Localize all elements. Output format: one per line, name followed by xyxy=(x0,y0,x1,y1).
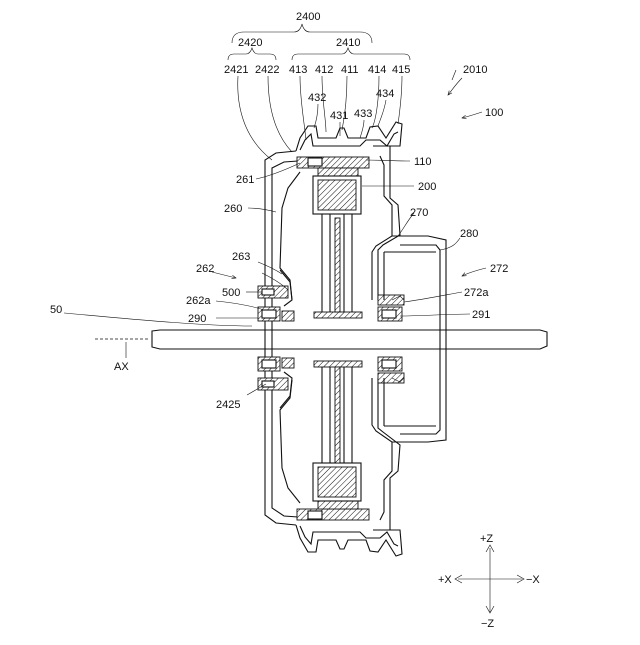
label-262a: 262a xyxy=(186,295,211,307)
leader-lines xyxy=(64,70,470,395)
rim-bottom xyxy=(296,525,402,556)
right-bearing-291 xyxy=(378,295,404,383)
label-200: 200 xyxy=(418,181,436,193)
axis-plus-x: +X xyxy=(438,574,452,586)
axis-minus-x: −X xyxy=(526,574,540,586)
axis-plus-z: +Z xyxy=(480,533,493,545)
label-414: 414 xyxy=(368,64,386,76)
label-272a: 272a xyxy=(464,287,489,299)
label-50: 50 xyxy=(50,304,62,316)
label-412: 412 xyxy=(315,64,333,76)
bracket-2410 xyxy=(292,48,410,60)
rim-top xyxy=(296,122,402,151)
wheel-hub-motor-assembly xyxy=(95,122,547,556)
label-433: 433 xyxy=(354,108,372,120)
label-2400: 2400 xyxy=(296,11,320,23)
label-100: 100 xyxy=(485,107,503,119)
rotor-200-top xyxy=(313,176,361,214)
axis-minus-z: −Z xyxy=(481,618,494,630)
label-290: 290 xyxy=(188,313,206,325)
label-2420: 2420 xyxy=(238,37,262,49)
label-415: 415 xyxy=(392,64,410,76)
label-2422: 2422 xyxy=(255,64,279,76)
rotor-200-bottom xyxy=(313,463,361,501)
label-2410: 2410 xyxy=(336,37,360,49)
label-260: 260 xyxy=(224,203,242,215)
shaft-50 xyxy=(95,330,547,349)
label-431: 431 xyxy=(330,110,348,122)
bracket-2420 xyxy=(228,48,276,60)
stator-110-top xyxy=(297,157,369,176)
label-291: 291 xyxy=(472,309,490,321)
label-434: 434 xyxy=(376,88,394,100)
bolt-500 xyxy=(258,270,292,408)
label-262: 262 xyxy=(196,263,214,275)
label-432: 432 xyxy=(308,92,326,104)
label-280: 280 xyxy=(460,228,478,240)
label-413: 413 xyxy=(289,64,307,76)
label-500: 500 xyxy=(222,287,240,299)
label-261: 261 xyxy=(236,174,254,186)
label-110: 110 xyxy=(414,156,432,168)
label-2010: 2010 xyxy=(463,64,487,76)
label-270: 270 xyxy=(410,207,428,219)
label-263: 263 xyxy=(232,251,250,263)
label-272: 272 xyxy=(490,263,508,275)
label-411: 411 xyxy=(341,64,359,76)
label-2425: 2425 xyxy=(216,399,240,411)
right-cover-272 xyxy=(384,236,446,442)
label-2421: 2421 xyxy=(224,64,248,76)
right-housing-2410 xyxy=(372,146,400,530)
stator-110-bottom xyxy=(297,501,369,520)
left-bearing-290 xyxy=(258,307,294,371)
left-housing-2420 xyxy=(265,151,300,525)
rotor-spokes xyxy=(314,214,362,463)
axis-indicator: +Z −Z +X −X xyxy=(438,533,540,630)
label-AX: AX xyxy=(114,361,129,373)
